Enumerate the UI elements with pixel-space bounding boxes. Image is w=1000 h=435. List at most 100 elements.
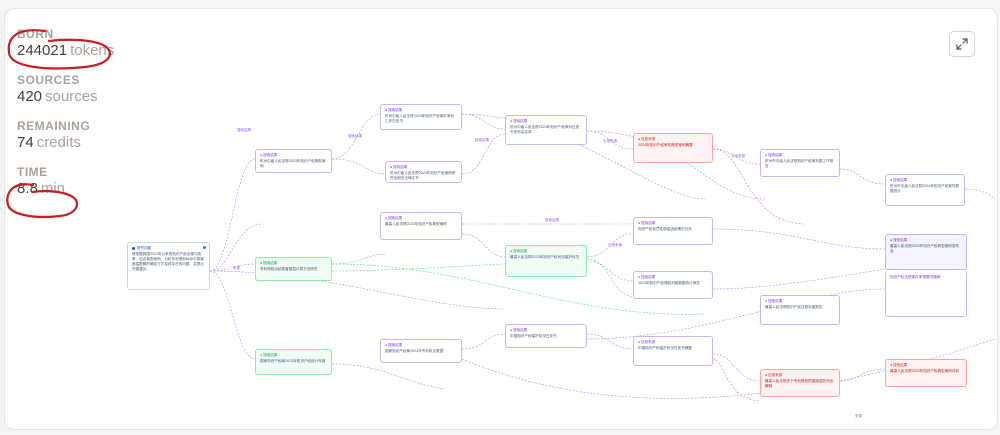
search-node[interactable]: ● 搜索结果杭州中级人民法院2023年知识产权典型案例 bbox=[255, 149, 332, 173]
research-graph-panel: 搜索结果 搜索结果 搜索结果 引用来源 引用来源 引用来源 搜索结果 来源 来源… bbox=[4, 8, 998, 430]
edge-label: 搜索结果 bbox=[348, 133, 362, 138]
search-node[interactable]: ● 搜索结果知识产权惩罚性赔偿适用情况分析 bbox=[633, 217, 713, 245]
node-marker-icon bbox=[203, 246, 206, 249]
edge bbox=[839, 368, 886, 382]
node-text: 专利侵权纠纷损害赔偿计算方法研究 bbox=[260, 267, 318, 271]
node-text: 杭州中级人民法院2024年知识产权审判白皮书发布会实录 bbox=[510, 125, 580, 134]
stat-value: 74 bbox=[17, 134, 34, 151]
edge bbox=[839, 168, 886, 185]
node-text: 杭州中级人民法院2024年知识产权案件审判工作白皮书 bbox=[385, 114, 455, 123]
node-text: 杭州中级人民法院2024年知识产权案例研究及相关法律文书 bbox=[390, 171, 456, 180]
node-text: 杭州中级人民法院2023年知识产权典型案例 bbox=[260, 159, 326, 168]
expand-icon bbox=[956, 38, 968, 50]
edge-label: 来源 bbox=[855, 413, 863, 418]
source-node[interactable]: ● 搜索结果最高人民法院2023年知识产权典型案例评析 bbox=[885, 359, 967, 387]
search-node[interactable]: ● 搜索结果专利侵权纠纷损害赔偿计算方法研究 bbox=[255, 257, 332, 281]
search-node[interactable]: 知识产权法院案件审理情况通报 bbox=[885, 271, 967, 317]
edges-red bbox=[712, 148, 806, 402]
expand-button[interactable] bbox=[949, 31, 975, 57]
edge-label: 搜索结果 bbox=[237, 127, 251, 132]
stat-label: TIME bbox=[17, 165, 48, 179]
highlight-circle bbox=[7, 29, 112, 70]
search-node[interactable]: ● 搜索结果最高人民法院知识产权法庭年度报告 bbox=[760, 295, 840, 325]
edge bbox=[331, 253, 386, 265]
search-node[interactable]: ● 搜索结果国家知识产权局2023年专利执法数据 bbox=[380, 339, 462, 363]
edge bbox=[461, 133, 506, 175]
edge-label: 引用来源 bbox=[603, 138, 617, 143]
edge bbox=[964, 188, 996, 200]
stat-label: REMAINING bbox=[17, 119, 91, 133]
edge-label: 搜索结果 bbox=[475, 137, 489, 142]
node-text: 最高人民法院2023年知识产权典型案例发布会 bbox=[890, 244, 960, 253]
edge bbox=[586, 233, 634, 258]
edge bbox=[712, 148, 806, 225]
edge-label: 来源 bbox=[233, 265, 240, 270]
edge bbox=[586, 130, 634, 150]
node-text: 2023年知识产权侵权判赔数额统计报告 bbox=[638, 281, 700, 285]
edge bbox=[331, 158, 386, 175]
search-node[interactable]: ● 搜索结果杭州中级人民法院2024年知识产权审判白皮书发布会实录 bbox=[505, 115, 587, 145]
node-text: 最高人民法院2023年知识产权司法保护状况 bbox=[510, 255, 580, 259]
graph-canvas: 搜索结果 搜索结果 搜索结果 引用来源 引用来源 引用来源 搜索结果 来源 来源 bbox=[209, 113, 996, 418]
node-text: 中国知识产权保护状况白皮书 bbox=[510, 334, 557, 338]
search-node[interactable]: ● 搜索结果最高人民法院2023年知识产权司法保护状况 bbox=[505, 245, 587, 277]
node-dot-icon bbox=[132, 247, 135, 250]
edge bbox=[586, 288, 886, 340]
edge bbox=[586, 130, 766, 200]
node-text: 最高人民法院2023年知识产权典型案例 bbox=[385, 222, 447, 226]
edge bbox=[712, 228, 886, 250]
edge bbox=[712, 358, 761, 402]
edge bbox=[331, 263, 506, 272]
edge bbox=[461, 113, 506, 130]
node-text: 知识产权惩罚性赔偿适用情况分析 bbox=[638, 227, 692, 231]
search-node[interactable]: ● 搜索结果国家知识产权局2023年知识产权统计年报 bbox=[255, 349, 332, 375]
edge bbox=[331, 113, 381, 160]
highlight-annotations bbox=[6, 29, 112, 219]
search-node[interactable]: ● 信息来源中国知识产权保护状况白皮书摘要 bbox=[633, 336, 713, 366]
node-text: 中国知识产权保护状况白皮书摘要 bbox=[638, 346, 692, 350]
edge bbox=[712, 268, 886, 290]
search-node[interactable]: ● 搜索结果最高人民法院2023年知识产权典型案例发布会 bbox=[885, 234, 967, 270]
node-head: 研究问题 bbox=[132, 246, 205, 251]
search-node[interactable]: ● 搜索结果最高人民法院2023年知识产权典型案例 bbox=[380, 212, 462, 240]
node-text: 国家知识产权局2023年专利执法数据 bbox=[385, 349, 444, 353]
source-node[interactable]: ● 信息来源最高人民法院关于专利侵权损害赔偿的司法解释 bbox=[760, 369, 840, 397]
node-text: 知识产权法院案件审理情况通报 bbox=[890, 275, 941, 279]
edge bbox=[461, 233, 506, 258]
edge bbox=[461, 113, 706, 200]
node-text: 杭州市中级人民法院2024年知识产权案件数据统计 bbox=[890, 184, 960, 193]
edge bbox=[331, 263, 706, 315]
stat-label: SOURCES bbox=[17, 73, 80, 87]
search-node[interactable]: ● 搜索结果中国知识产权保护状况白皮书 bbox=[505, 324, 587, 348]
edge-labels: 搜索结果 搜索结果 搜索结果 引用来源 引用来源 引用来源 搜索结果 来源 来源 bbox=[233, 127, 863, 418]
edge bbox=[586, 333, 634, 350]
highlight-circle bbox=[6, 183, 78, 219]
edges bbox=[209, 113, 996, 399]
stat-value: 420 bbox=[17, 88, 43, 105]
node-text: 最高人民法院关于专利侵权损害赔偿的司法解释 bbox=[765, 379, 834, 388]
edge-label: 搜索结果 bbox=[545, 217, 559, 222]
search-node[interactable]: ● 搜索结果杭州中级人民法院2024年知识产权案例研究及相关法律文书 bbox=[385, 161, 462, 183]
edge bbox=[586, 260, 634, 282]
stat-value: 244021 bbox=[17, 42, 68, 59]
search-node[interactable]: ● 搜索结果杭州市中级人民法院2024年知识产权案件数据统计 bbox=[885, 174, 965, 206]
node-text: 最高人民法院2023年知识产权典型案例评析 bbox=[890, 369, 960, 373]
node-text: 2024年知识产权审判典型案例摘要 bbox=[638, 143, 693, 147]
edge bbox=[209, 270, 256, 360]
node-text: 最高人民法院知识产权法庭年度报告 bbox=[765, 305, 823, 309]
node-text: 杭州市中级人民法院知识产权审判庭工作报告 bbox=[765, 159, 834, 168]
edge bbox=[712, 353, 761, 382]
root-node[interactable]: 研究问题 请依据我国2022年以来的知识产权法规与政策，结合典型案例，分析专利侵… bbox=[127, 242, 210, 290]
stat-unit: sources bbox=[45, 88, 98, 105]
node-text: 请依据我国2022年以来的知识产权法规与政策，结合典型案例，分析专利侵权纠纷中损… bbox=[132, 252, 204, 271]
node-text: 国家知识产权局2023年知识产权统计年报 bbox=[260, 359, 326, 363]
search-node[interactable]: ● 搜索结果杭州市中级人民法院知识产权审判庭工作报告 bbox=[760, 149, 840, 177]
search-node[interactable]: ● 搜索结果杭州中级人民法院2024年知识产权案件审判工作白皮书 bbox=[380, 104, 462, 130]
edge bbox=[209, 158, 256, 272]
